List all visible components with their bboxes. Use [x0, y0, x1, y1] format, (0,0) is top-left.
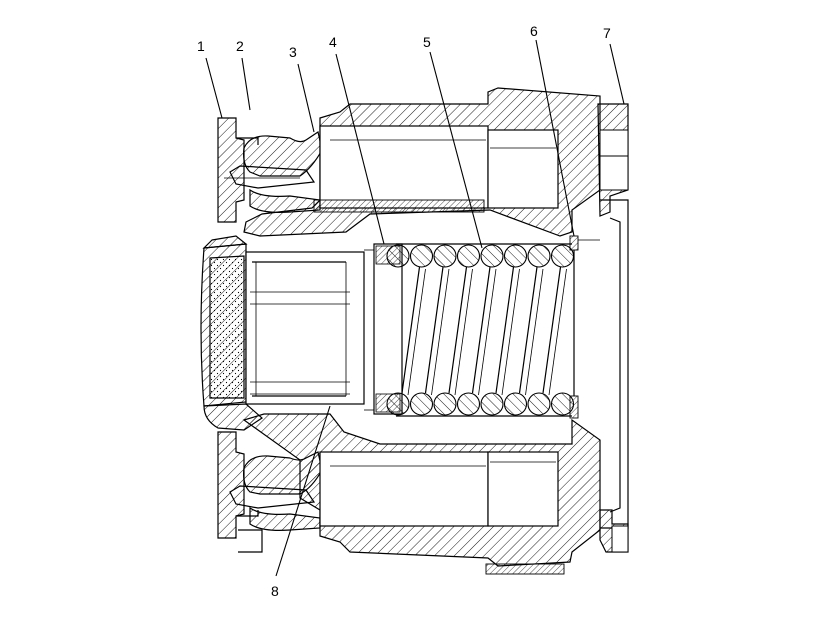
coil-spring [386, 243, 575, 417]
spring-wire-section [503, 392, 528, 416]
callout-6: 6 [530, 23, 538, 39]
leader-2 [241, 57, 251, 111]
spring-coil-segment [542, 266, 562, 394]
spring-wire-section [456, 392, 481, 416]
spring-wire-section [409, 392, 434, 416]
piston-bore [200, 235, 365, 431]
spring-coil-segment [495, 266, 515, 394]
spring-wire-section [409, 244, 434, 268]
spring-coil-segment [518, 266, 538, 394]
spring-wire-section [456, 244, 481, 268]
callout-2: 2 [236, 38, 244, 54]
retaining-ring [569, 235, 600, 419]
spring-wire-section [480, 244, 504, 268]
spring-coil-segment [471, 266, 491, 394]
spring-coil-segment [431, 268, 450, 396]
callout-1: 1 [197, 38, 205, 54]
spring-wire-section [527, 244, 551, 268]
leader-7 [609, 43, 625, 105]
spring-coil-segment [448, 266, 468, 394]
spring-wire-section [386, 244, 410, 268]
leader-1 [205, 57, 223, 119]
spring-coil-segment [424, 266, 444, 394]
spring-wire-section [503, 244, 528, 268]
spring-wire-section [433, 244, 457, 268]
spring-coil-segment [525, 268, 544, 396]
spring-coil-segment [454, 268, 473, 396]
callout-labels: 1 2 3 4 5 6 7 8 [197, 23, 611, 599]
leader-5 [429, 51, 483, 249]
housing-lower [242, 413, 601, 575]
spring-wire-section [480, 392, 504, 416]
left-flange [217, 117, 263, 553]
leader-4 [335, 53, 385, 245]
leader-lines [205, 39, 625, 577]
spring-coil-segment [401, 266, 421, 394]
leader-3 [297, 63, 315, 133]
callout-3: 3 [289, 44, 297, 60]
spring-seat [364, 243, 403, 415]
end-cap [597, 103, 629, 553]
spring-coil-segment [478, 268, 497, 396]
callout-4: 4 [329, 34, 337, 50]
spring-coil-segment [407, 268, 426, 396]
callout-7: 7 [603, 25, 611, 41]
spring-coil-segment [501, 268, 520, 396]
spring-wire-section [527, 392, 551, 416]
callout-5: 5 [423, 34, 431, 50]
spring-wire-section [386, 392, 410, 416]
callout-8: 8 [271, 583, 279, 599]
leader-6 [535, 39, 575, 237]
spring-coil-segment [548, 268, 567, 396]
spring-wire-section [433, 392, 457, 416]
leader-8 [275, 405, 331, 577]
housing-upper [243, 87, 601, 237]
